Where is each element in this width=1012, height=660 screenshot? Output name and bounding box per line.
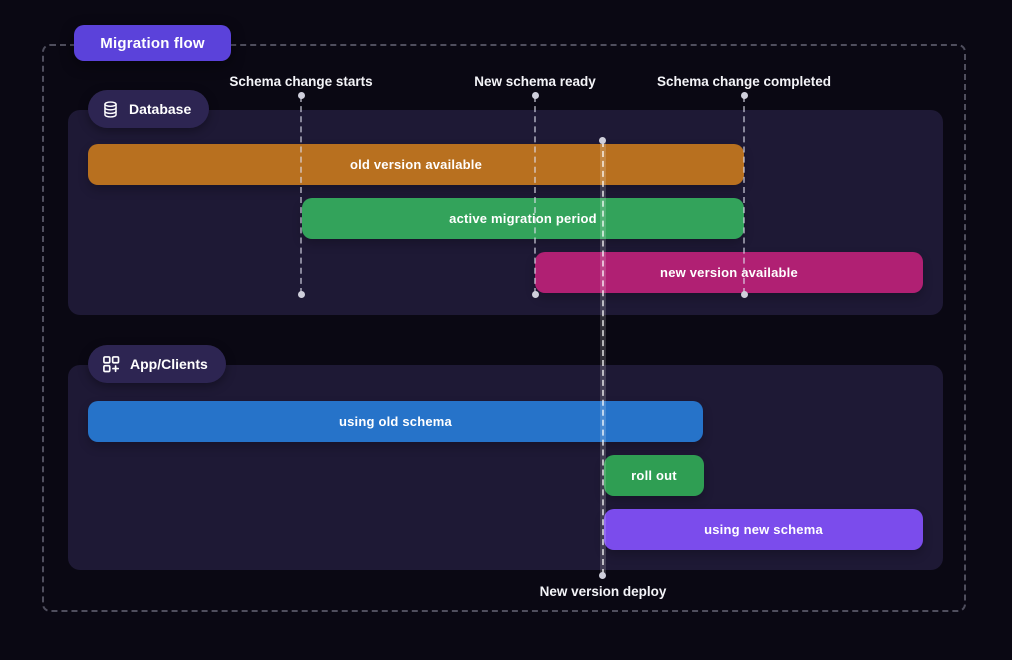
milestone-dot (532, 92, 539, 99)
deploy-marker-dot (599, 572, 606, 579)
bar-using-old-schema: using old schema (88, 401, 703, 442)
bar-old-version-available: old version available (88, 144, 744, 185)
bar-label: roll out (631, 468, 677, 483)
bar-label: using new schema (704, 522, 823, 537)
database-icon (101, 100, 120, 119)
milestone-dot (532, 291, 539, 298)
deploy-marker-label: New version deploy (539, 584, 667, 599)
diagram-dashed-border (42, 44, 966, 612)
section-badge-label: App/Clients (130, 356, 208, 372)
bar-active-migration-period: active migration period (302, 198, 744, 239)
deploy-marker-line (599, 137, 606, 579)
diagram-title: Migration flow (100, 34, 205, 52)
deploy-marker-dashes (602, 141, 604, 575)
milestone-line-schema-change-starts (298, 92, 305, 298)
milestone-label-new-schema-ready: New schema ready (474, 74, 596, 89)
milestone-label-schema-change-completed: Schema change completed (656, 74, 832, 89)
apps-plus-icon (101, 354, 121, 374)
section-badge-app-clients: App/Clients (88, 345, 226, 383)
milestone-label-schema-change-starts: Schema change starts (229, 74, 373, 89)
diagram-title-badge: Migration flow (74, 25, 231, 61)
milestone-dot (298, 92, 305, 99)
bar-roll-out: roll out (604, 455, 704, 496)
section-badge-database: Database (88, 90, 210, 128)
bar-label: new version available (660, 265, 798, 280)
deploy-marker-dot (599, 137, 606, 144)
milestone-line-new-schema-ready (532, 92, 539, 298)
milestone-line-schema-change-completed (741, 92, 748, 298)
bar-new-version-available: new version available (535, 252, 923, 293)
milestone-dot (298, 291, 305, 298)
bar-label: using old schema (338, 414, 452, 429)
milestone-dot (741, 92, 748, 99)
bar-using-new-schema: using new schema (604, 509, 923, 550)
bar-label: active migration period (449, 211, 597, 226)
milestone-dot (741, 291, 748, 298)
section-badge-label: Database (129, 101, 192, 117)
bar-label: old version available (349, 157, 483, 172)
